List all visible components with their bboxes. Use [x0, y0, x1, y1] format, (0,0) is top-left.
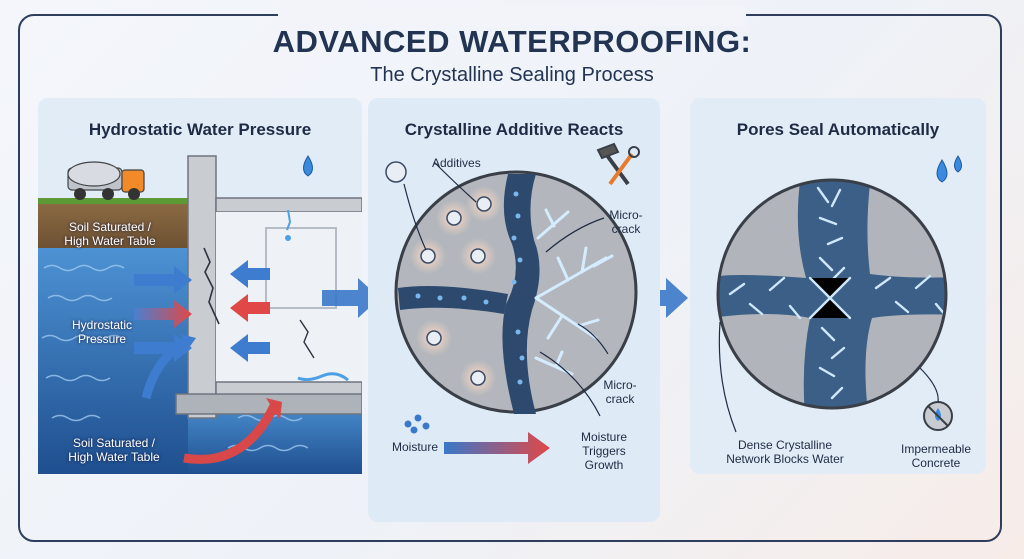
- dense-network-label: Dense Crystalline Network Blocks Water: [726, 438, 844, 466]
- micro-crack-label-bottom: Micro- crack: [603, 378, 637, 406]
- page-subtitle: The Crystalline Sealing Process: [370, 64, 654, 86]
- sealed-illustration: [716, 155, 962, 433]
- panel-pores-seal: Pores Seal Automatically: [690, 98, 986, 474]
- panel-crystalline-additive: Crystalline Additive Reacts: [368, 98, 660, 522]
- soil-saturated-label-top: Soil Saturated / High Water Table: [64, 220, 156, 248]
- panel-hydrostatic: Hydrostatic Water Pressure: [38, 98, 362, 474]
- water-drop-icon: [303, 155, 313, 177]
- hydrostatic-pressure-label: Hydrostatic Pressure: [71, 318, 133, 346]
- panel-heading: Hydrostatic Water Pressure: [88, 120, 312, 139]
- pressure-arrows: [134, 260, 282, 464]
- moisture-arrow: [444, 432, 550, 464]
- panel-heading: Crystalline Additive Reacts: [404, 120, 624, 139]
- panel-heading: Pores Seal Automatically: [736, 120, 940, 139]
- micro-crack-label-top: Micro- crack: [609, 208, 643, 236]
- impermeable-concrete-label: Impermeable Concrete: [900, 442, 972, 470]
- virus-additive-icon: [385, 161, 502, 396]
- additives-label: Additives: [432, 156, 481, 170]
- moisture-label: Moisture: [392, 440, 439, 454]
- title-backdrop: [278, 6, 746, 26]
- soil-saturated-label-bottom: Soil Saturated / High Water Table: [68, 436, 160, 464]
- hydrostatic-illustration: [38, 155, 362, 474]
- hammer-wrench-icon: [596, 142, 640, 186]
- no-water-icon: [923, 401, 953, 431]
- moisture-triggers-label: Moisture Triggers Growth: [580, 430, 627, 472]
- page-title: ADVANCED WATERPROOFING:: [272, 24, 752, 59]
- additive-illustration: [385, 142, 640, 464]
- water-drops-icon: [936, 155, 962, 183]
- concrete-mixer-truck-icon: [67, 161, 145, 200]
